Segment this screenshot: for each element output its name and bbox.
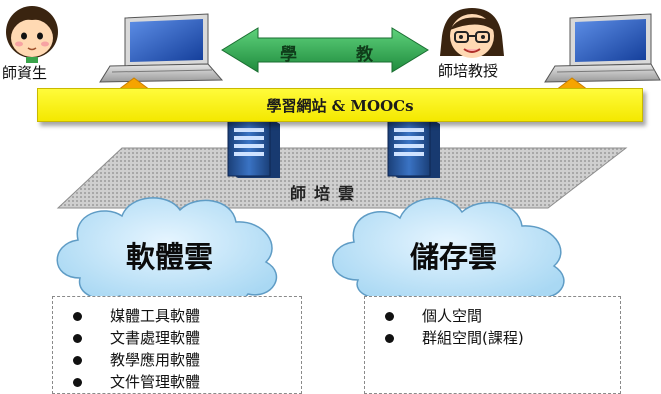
list-item: 文書處理軟體 xyxy=(73,327,200,348)
bullet-icon xyxy=(73,378,82,387)
bullet-icon xyxy=(385,312,394,321)
list-item: 文件管理軟體 xyxy=(73,371,200,392)
software-item-4: 文件管理軟體 xyxy=(110,373,201,391)
software-item-1: 媒體工具軟體 xyxy=(110,307,201,325)
software-list: 媒體工具軟體 文書處理軟體 教學應用軟體 文件管理軟體 xyxy=(52,296,302,394)
storage-item-2: 群組空間(課程) xyxy=(422,329,524,347)
list-item: 教學應用軟體 xyxy=(73,349,200,370)
platform-icon xyxy=(56,147,628,209)
bullet-icon xyxy=(73,312,82,321)
bullet-icon xyxy=(385,334,394,343)
professor-avatar-icon xyxy=(440,8,504,58)
software-cloud-label: 軟體雲 xyxy=(126,240,214,274)
list-item: 個人空間 xyxy=(385,305,482,326)
software-item-2: 文書處理軟體 xyxy=(110,329,201,347)
student-avatar-icon xyxy=(6,6,58,63)
software-item-3: 教學應用軟體 xyxy=(110,351,201,369)
learn-label: 學 xyxy=(280,45,297,65)
learning-site-banner: 學習網站 & MOOCs xyxy=(37,88,643,122)
storage-list: 個人空間 群組空間(課程) xyxy=(364,296,621,394)
professor-laptop-icon xyxy=(544,13,661,83)
server-right-icon xyxy=(387,117,440,178)
server-left-icon xyxy=(227,117,280,178)
storage-item-1: 個人空間 xyxy=(422,307,483,325)
teach-label: 教 xyxy=(356,45,373,65)
platform-label: 師培雲 xyxy=(290,184,363,203)
storage-cloud-label: 儲存雲 xyxy=(410,240,498,274)
professor-label: 師培教授 xyxy=(438,62,499,80)
list-item: 媒體工具軟體 xyxy=(73,305,200,326)
bullet-icon xyxy=(73,356,82,365)
student-laptop-icon xyxy=(99,13,224,83)
banner-text: 學習網站 & MOOCs xyxy=(266,97,414,115)
teach-learn-arrow-icon xyxy=(221,27,429,73)
list-item: 群組空間(課程) xyxy=(385,327,524,348)
student-label: 師資生 xyxy=(2,64,48,82)
bullet-icon xyxy=(73,334,82,343)
